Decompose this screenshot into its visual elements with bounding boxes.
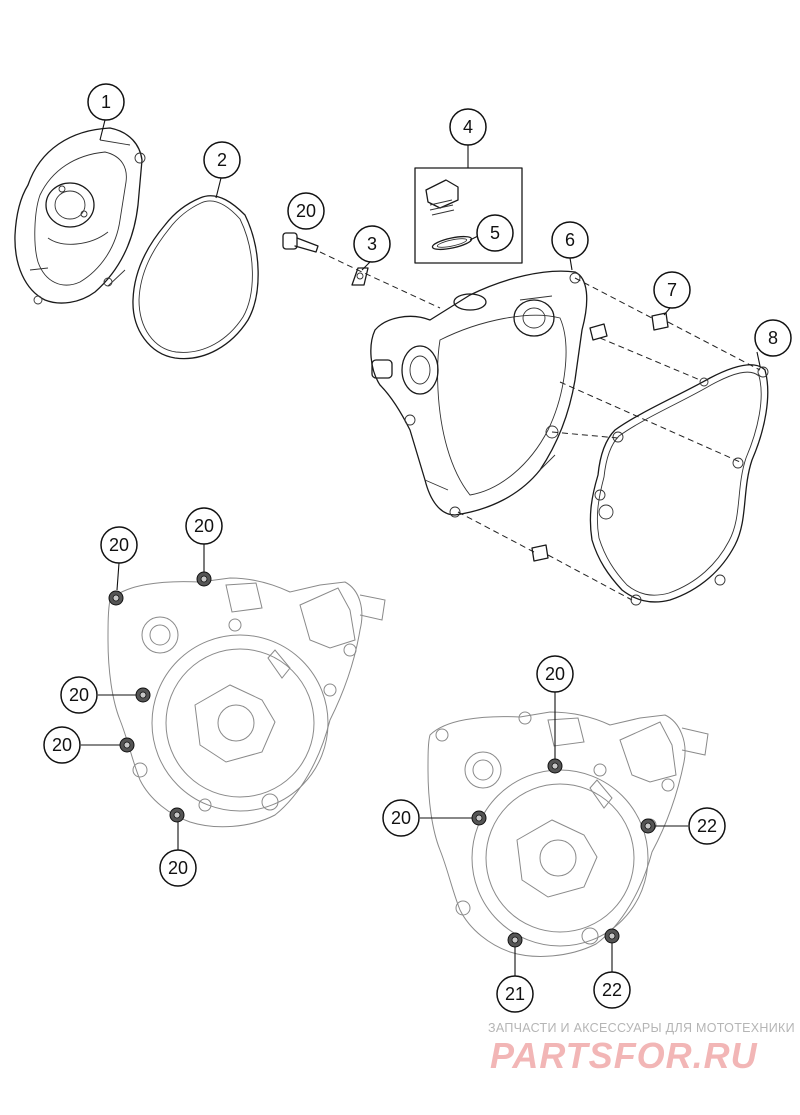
part-cover-gasket: [132, 195, 259, 360]
svg-text:20: 20: [194, 516, 214, 536]
watermark-subtitle: ЗАПЧАСТИ И АКСЕССУАРЫ ДЛЯ МОТОТЕХНИКИ: [488, 1021, 795, 1035]
callout-20-screw: 20: [287, 192, 325, 230]
nut-22-right: [640, 818, 656, 834]
svg-text:8: 8: [768, 328, 778, 348]
svg-text:20: 20: [168, 858, 188, 878]
nut-22-bottom: [604, 928, 620, 944]
nut-20-top-right-view: [547, 758, 563, 774]
part-plug-box: [414, 167, 523, 264]
svg-text:22: 22: [697, 816, 717, 836]
callout-20-left-top-center: 20: [185, 507, 223, 545]
callout-7: 7: [653, 271, 691, 309]
svg-text:2: 2: [217, 150, 227, 170]
callout-20-left-bottom: 20: [159, 849, 197, 887]
assembly-line-screw: [319, 251, 441, 309]
svg-text:4: 4: [463, 117, 473, 137]
callout-20-right-top: 20: [536, 655, 574, 693]
nut-20-low-left: [119, 737, 135, 753]
nut-20-top: [196, 571, 212, 587]
callout-2: 2: [203, 141, 241, 179]
callout-22-right: 22: [688, 807, 726, 845]
callout-20-right-left: 20: [382, 799, 420, 837]
svg-text:20: 20: [109, 535, 129, 555]
callout-20-left-mid: 20: [60, 676, 98, 714]
svg-text:5: 5: [490, 223, 500, 243]
svg-text:20: 20: [296, 201, 316, 221]
nut-20-left-right-view: [471, 810, 487, 826]
part-housing-gasket: [589, 364, 769, 606]
assembly-lines: [457, 277, 761, 601]
part-outer-cover: [14, 127, 146, 305]
nuts: [108, 571, 656, 948]
svg-text:20: 20: [545, 664, 565, 684]
part-screw: [282, 232, 319, 253]
nut-20-top-left: [108, 590, 124, 606]
svg-text:22: 22: [602, 980, 622, 1000]
watermark: ЗАПЧАСТИ И АКСЕССУАРЫ ДЛЯ МОТОТЕХНИКИ PA…: [488, 1021, 795, 1076]
svg-text:20: 20: [391, 808, 411, 828]
part-clip: [351, 267, 369, 286]
callout-1: 1: [87, 83, 125, 121]
callout-8: 8: [754, 319, 792, 357]
watermark-logo: PARTSFOR.RU: [490, 1035, 758, 1076]
nut-21: [507, 932, 523, 948]
callout-5: 5: [476, 214, 514, 252]
svg-text:7: 7: [667, 280, 677, 300]
svg-text:20: 20: [52, 735, 72, 755]
part-housing: [370, 270, 588, 518]
nut-20-mid-left: [135, 687, 151, 703]
leader-lines: [81, 119, 761, 976]
svg-text:3: 3: [367, 234, 377, 254]
assembled-cover-left: [107, 577, 386, 828]
callout-6: 6: [551, 221, 589, 259]
callout-20-left-top: 20: [100, 526, 138, 564]
svg-text:1: 1: [101, 92, 111, 112]
callout-4: 4: [449, 108, 487, 146]
assembled-cover-right: [427, 711, 709, 957]
svg-text:20: 20: [69, 685, 89, 705]
part-sleeves: [531, 312, 669, 562]
callout-21: 21: [496, 975, 534, 1013]
svg-text:21: 21: [505, 984, 525, 1004]
callout-22-bottom: 22: [593, 971, 631, 1009]
callout-20-left-low: 20: [43, 726, 81, 764]
nut-20-bottom-left: [169, 807, 185, 823]
callout-3: 3: [353, 225, 391, 263]
svg-text:6: 6: [565, 230, 575, 250]
